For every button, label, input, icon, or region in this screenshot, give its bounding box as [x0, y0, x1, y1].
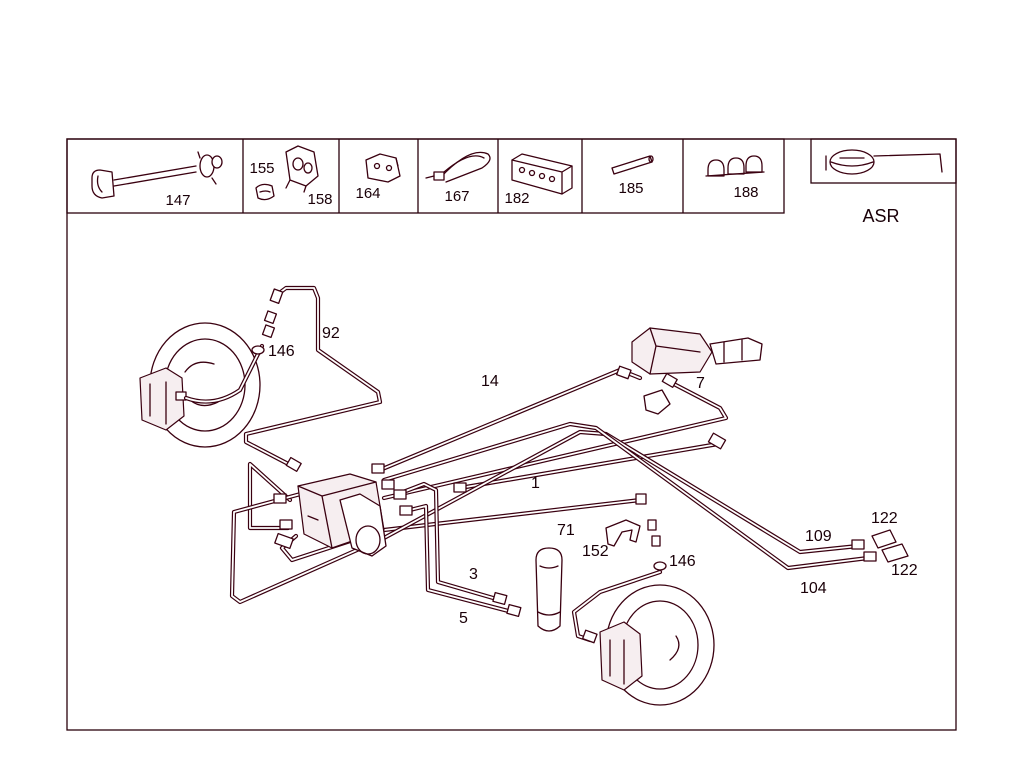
callout-14: 14 — [481, 373, 499, 390]
callout-109: 109 — [805, 528, 832, 545]
accumulator — [535, 547, 563, 632]
callout-122-upper: 122 — [871, 510, 898, 527]
callout-71: 71 — [557, 522, 575, 539]
symbol-box: ASR — [810, 138, 957, 226]
callout-7: 7 — [696, 375, 705, 392]
cable-tie-icon — [425, 151, 491, 183]
callout-122-lower: 122 — [891, 562, 918, 579]
rubber-grommet-icon — [365, 153, 401, 183]
callout-146-rear: 146 — [669, 553, 696, 570]
parts-strip — [66, 138, 785, 214]
part-label-185: 185 — [618, 180, 643, 197]
callout-1: 1 — [531, 475, 540, 492]
part-label-182: 182 — [504, 190, 529, 207]
callouts: 92 146 14 7 1 71 152 146 3 5 109 104 122… — [268, 325, 918, 627]
callout-152: 152 — [582, 543, 609, 560]
callout-3: 3 — [469, 566, 478, 583]
part-label-158: 158 — [307, 191, 332, 208]
part-label-188: 188 — [733, 184, 758, 201]
hydraulic-unit — [297, 473, 387, 557]
mounting-bracket — [605, 519, 641, 547]
steering-wheel-icon — [825, 149, 943, 175]
part-label-155: 155 — [249, 160, 274, 177]
callout-146-front: 146 — [268, 343, 295, 360]
master-cylinder — [631, 327, 763, 415]
sealing-plugs — [871, 529, 909, 563]
pipe-sleeve-icon — [611, 155, 654, 175]
rear-brake-disc — [599, 584, 715, 706]
part-label-164: 164 — [355, 185, 380, 202]
double-pipe-clip-icon — [705, 155, 765, 177]
multi-pipe-holder-icon — [511, 153, 573, 195]
pipe-fittings — [251, 288, 877, 644]
callout-92: 92 — [322, 325, 340, 342]
callout-5: 5 — [459, 610, 468, 627]
pipe-clip-icon — [255, 145, 319, 201]
callout-104: 104 — [800, 580, 827, 597]
part-label-147: 147 — [165, 192, 190, 209]
symbol-label: ASR — [862, 206, 899, 226]
cable-strap-icon — [91, 151, 223, 199]
front-brake-disc — [139, 322, 261, 448]
part-label-167: 167 — [444, 188, 469, 205]
